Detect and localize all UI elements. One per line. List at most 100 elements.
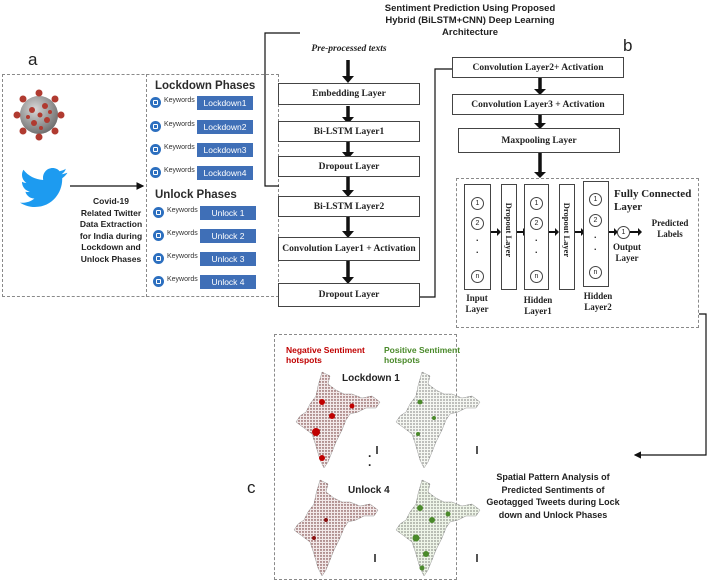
dropout-layer2-box: Dropout Layer	[278, 283, 420, 307]
panel-label-c: c	[247, 478, 256, 497]
maps-ellipsis: ··	[368, 449, 372, 472]
hidden2-ellipsis: .	[594, 242, 597, 252]
input-node-1: 1	[471, 197, 484, 210]
fc-title-line: Fully Connected	[614, 188, 692, 200]
embedding-layer-box: Embedding Layer	[278, 83, 420, 105]
input-layer-label: Input Layer	[462, 293, 492, 315]
coronavirus-icon	[12, 88, 66, 142]
caption-line: Lockdown and	[81, 242, 141, 252]
panel-label-b: b	[623, 36, 633, 55]
fully-connected-frame	[456, 178, 699, 328]
caption-line: Data Extraction	[79, 219, 143, 229]
bilstm-layer2-box: Bi-LSTM Layer2	[278, 196, 420, 217]
unlock2-tag: Unlock 2	[200, 229, 256, 243]
lockdown4-tag: Lockdown4	[197, 166, 253, 180]
caption-line: Related Twitter	[80, 207, 142, 218]
keyword-label: Keywords	[167, 276, 198, 283]
label-line: Hidden	[523, 295, 553, 305]
fully-connected-title: Fully Connected Layer	[614, 188, 691, 214]
positive-hotspots-label: Positive Sentiment hotspots	[384, 345, 460, 365]
keyword-label: Keywords	[167, 230, 198, 237]
keyword-label: Keywords	[164, 167, 195, 174]
keyword-icon	[150, 121, 161, 132]
fc-dropout-layer-1	[501, 184, 517, 290]
hidden-layer1-label: Hidden Layer1	[518, 295, 558, 317]
hidden1-ellipsis: .	[535, 245, 538, 255]
caption-line: Spatial Pattern Analysis of	[496, 472, 610, 482]
connector-fc-to-maps	[633, 313, 707, 459]
map-positive-unlock4	[395, 479, 481, 577]
keyword-icon	[150, 167, 161, 178]
label-line: hotspots	[286, 355, 322, 365]
output-node: 1	[617, 226, 630, 239]
hidden1-ellipsis: .	[535, 233, 538, 243]
label-line: Output	[612, 242, 641, 252]
map-title-unlock4: Unlock 4	[348, 485, 390, 496]
label-line: Hidden	[583, 291, 613, 301]
keyword-icon	[150, 144, 161, 155]
input-ellipsis: .	[476, 233, 479, 243]
maxpooling-layer-box: Maxpooling Layer	[458, 128, 620, 153]
unlock1-tag: Unlock 1	[200, 206, 256, 220]
caption-line: Geotagged Tweets during Lock	[486, 497, 620, 507]
unlock3-tag: Unlock 3	[200, 252, 256, 266]
spatial-analysis-caption: Spatial Pattern Analysis of Predicted Se…	[465, 471, 641, 521]
keyword-icon	[153, 207, 164, 218]
connector-a-to-b	[264, 32, 300, 187]
hidden1-node-1: 1	[530, 197, 543, 210]
convolution-layer3-box: Convolution Layer3 + Activation	[452, 94, 624, 115]
negative-hotspots-label: Negative Sentiment hotspots	[286, 345, 365, 365]
hidden2-ellipsis: .	[594, 230, 597, 240]
caption-line: Unlock Phases	[80, 253, 142, 264]
input-ellipsis: .	[476, 245, 479, 255]
hidden2-node-n: n	[589, 266, 602, 279]
label-line: Layer	[615, 253, 639, 263]
map-negative-unlock4	[293, 479, 379, 577]
keyword-icon	[153, 253, 164, 264]
preprocessed-texts-label: Pre-processed texts	[311, 44, 387, 54]
map-title-lockdown1: Lockdown 1	[342, 373, 400, 384]
unlock4-tag: Unlock 4	[200, 275, 256, 289]
data-extraction-caption: Covid-19 Related Twitter Data Extraction…	[77, 196, 145, 265]
lockdown1-tag: Lockdown1	[197, 96, 253, 110]
hidden1-node-2: 2	[530, 217, 543, 230]
predicted-labels: Predicted Labels	[645, 218, 695, 240]
caption-line: Covid-19	[93, 196, 129, 206]
connector-mid-to-right	[420, 68, 452, 298]
keyword-label: Keywords	[167, 253, 198, 260]
label-line: hotspots	[384, 355, 420, 365]
hidden2-node-2: 2	[589, 214, 602, 227]
diagram-title: Sentiment Prediction Using Proposed Hybr…	[355, 3, 585, 39]
keyword-icon	[150, 97, 161, 108]
hidden1-node-n: n	[530, 270, 543, 283]
dropout-layer1-box: Dropout Layer	[278, 156, 420, 177]
convolution-layer2-box: Convolution Layer2+ Activation	[452, 57, 624, 78]
panel-a-divider	[146, 74, 147, 297]
fc-dropout-layer-2	[559, 184, 575, 290]
panel-c-frame	[274, 334, 457, 580]
title-line-2: Hybrid (BiLSTM+CNN) Deep Learning	[385, 15, 555, 26]
keyword-label: Keywords	[164, 97, 195, 104]
title-line-1: Sentiment Prediction Using Proposed	[384, 3, 556, 14]
label-line: Negative Sentiment	[286, 345, 365, 355]
panel-label-a: a	[28, 50, 38, 69]
label-line: Layer1	[524, 306, 552, 316]
keyword-label: Keywords	[167, 207, 198, 214]
map-positive-lockdown1	[395, 371, 481, 469]
title-line-3: Architecture	[442, 27, 498, 38]
keyword-icon	[153, 230, 164, 241]
lockdown3-tag: Lockdown3	[197, 143, 253, 157]
keyword-icon	[153, 276, 164, 287]
twitter-bird-icon	[20, 168, 68, 208]
convolution-layer1-box: Convolution Layer1 + Activation	[278, 237, 420, 261]
lockdown-phases-title: Lockdown Phases	[155, 80, 256, 92]
label-line: Predicted	[651, 218, 689, 228]
caption-line: for India during	[79, 230, 143, 241]
input-node-2: 2	[471, 217, 484, 230]
hidden-layer2-label: Hidden Layer2	[578, 291, 618, 313]
label-line: Positive Sentiment	[384, 345, 461, 355]
map-negative-lockdown1	[295, 371, 381, 469]
output-layer-label: Output Layer	[609, 242, 645, 264]
